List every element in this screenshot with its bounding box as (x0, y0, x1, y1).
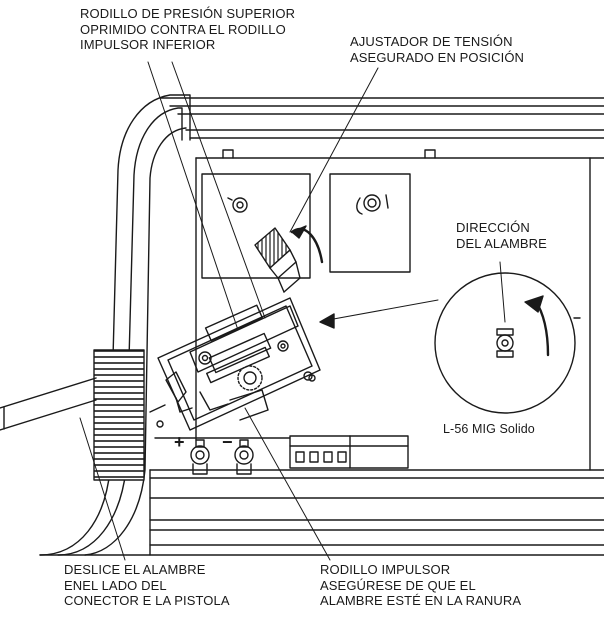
wire-spool (434, 272, 581, 414)
drive-roll-assembly (149, 297, 321, 431)
mounting-plates (201, 149, 436, 279)
leader-lines (79, 61, 506, 561)
label-line: ALAMBRE ESTÉ EN LA RANURA (320, 593, 522, 608)
label-line: CONECTOR E LA PISTOLA (64, 593, 230, 608)
wire-direction-arrow-icon (524, 295, 550, 357)
output-terminals (154, 374, 316, 475)
slide-wire-label: DESLICE EL ALAMBRE ENEL LADO DEL CONECTO… (64, 562, 230, 609)
label-line: ENEL LADO DEL (64, 577, 167, 593)
spool-pointer-arrow-icon (319, 313, 335, 329)
label-line: DIRECCIÓN (456, 220, 530, 235)
label-line: RODILLO DE PRESIÓN SUPERIOR (80, 6, 296, 21)
label-line: OPRIMIDO CONTRA EL RODILLO (80, 21, 286, 37)
drive-roll-label: RODILLO IMPULSOR ASEGÚRESE DE QUE EL ALA… (320, 562, 521, 609)
label-line: DEL ALAMBRE (456, 235, 547, 251)
tension-adjuster-knob (254, 227, 301, 293)
label-line: RODILLO IMPULSOR (320, 562, 451, 577)
negative-terminal-symbol: − (222, 432, 233, 452)
label-line: AJUSTADOR DE TENSIÓN (350, 34, 513, 49)
tension-adjuster-label: AJUSTADOR DE TENSIÓN ASEGURADO EN POSICI… (350, 34, 524, 65)
gun-cable (0, 377, 97, 431)
label-line: ASEGURADO EN POSICIÓN (350, 49, 525, 65)
terminal-strip (289, 435, 409, 469)
label-line: ASEGÚRESE DE QUE EL (320, 577, 476, 593)
positive-terminal-symbol: + (174, 432, 185, 452)
gun-connector-knurl (93, 349, 145, 481)
upper-pressure-roll-label: RODILLO DE PRESIÓN SUPERIOR OPRIMIDO CON… (80, 6, 295, 53)
machine-housing (149, 97, 604, 531)
front-bezel (39, 94, 604, 556)
label-line: DESLICE EL ALAMBRE (64, 562, 206, 577)
label-line: IMPULSOR INFERIOR (80, 37, 216, 52)
tension-arrow-icon (290, 225, 324, 264)
wire-direction-label: DIRECCIÓN DEL ALAMBRE (456, 220, 547, 251)
model-label: L-56 MIG Solido (443, 422, 535, 436)
